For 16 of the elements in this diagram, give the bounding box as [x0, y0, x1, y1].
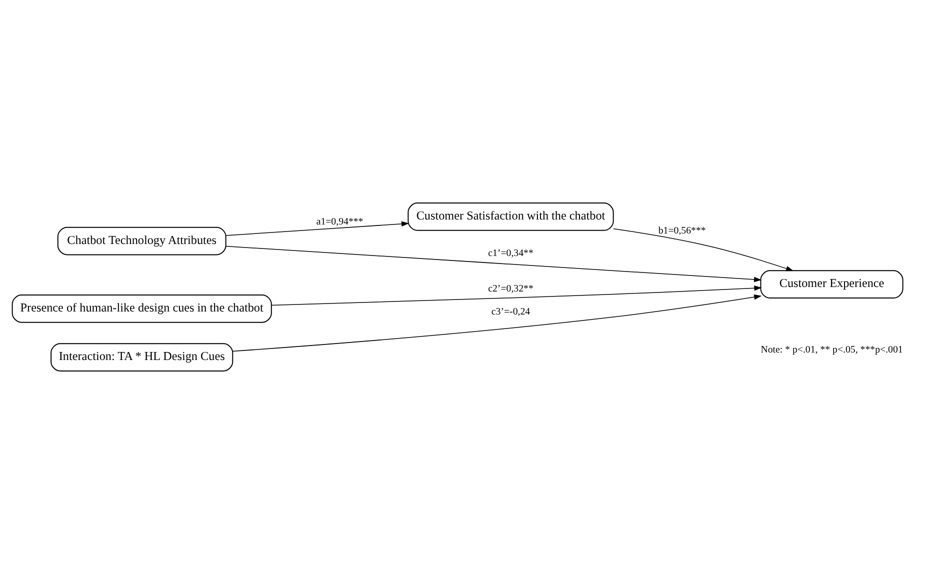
label: Note: * p<.01, ** p<.05, ***p<.001 [760, 344, 903, 356]
node-box: Customer Satisfaction with the chatbot [408, 202, 614, 231]
arrow [226, 246, 762, 282]
arrow [271, 285, 762, 306]
node-box: Customer Experience [760, 270, 904, 298]
arrow [226, 221, 410, 236]
edge-label: a1=0,94*** [316, 216, 364, 228]
arrow [613, 228, 794, 272]
node-box: Interaction: TA * HL Design Cues [50, 343, 234, 372]
edge-label: c3’=-0,24 [491, 306, 530, 318]
edge-label: c1’=0,34** [488, 248, 534, 259]
node-box: Presence of human-like design cues in the chatbot [12, 294, 272, 323]
node-box: Chatbot Technology Attributes [57, 226, 226, 256]
edge-label: c2’=0,32** [488, 283, 534, 294]
arrow [232, 294, 762, 352]
edge-label: b1=0,56*** [658, 226, 706, 237]
